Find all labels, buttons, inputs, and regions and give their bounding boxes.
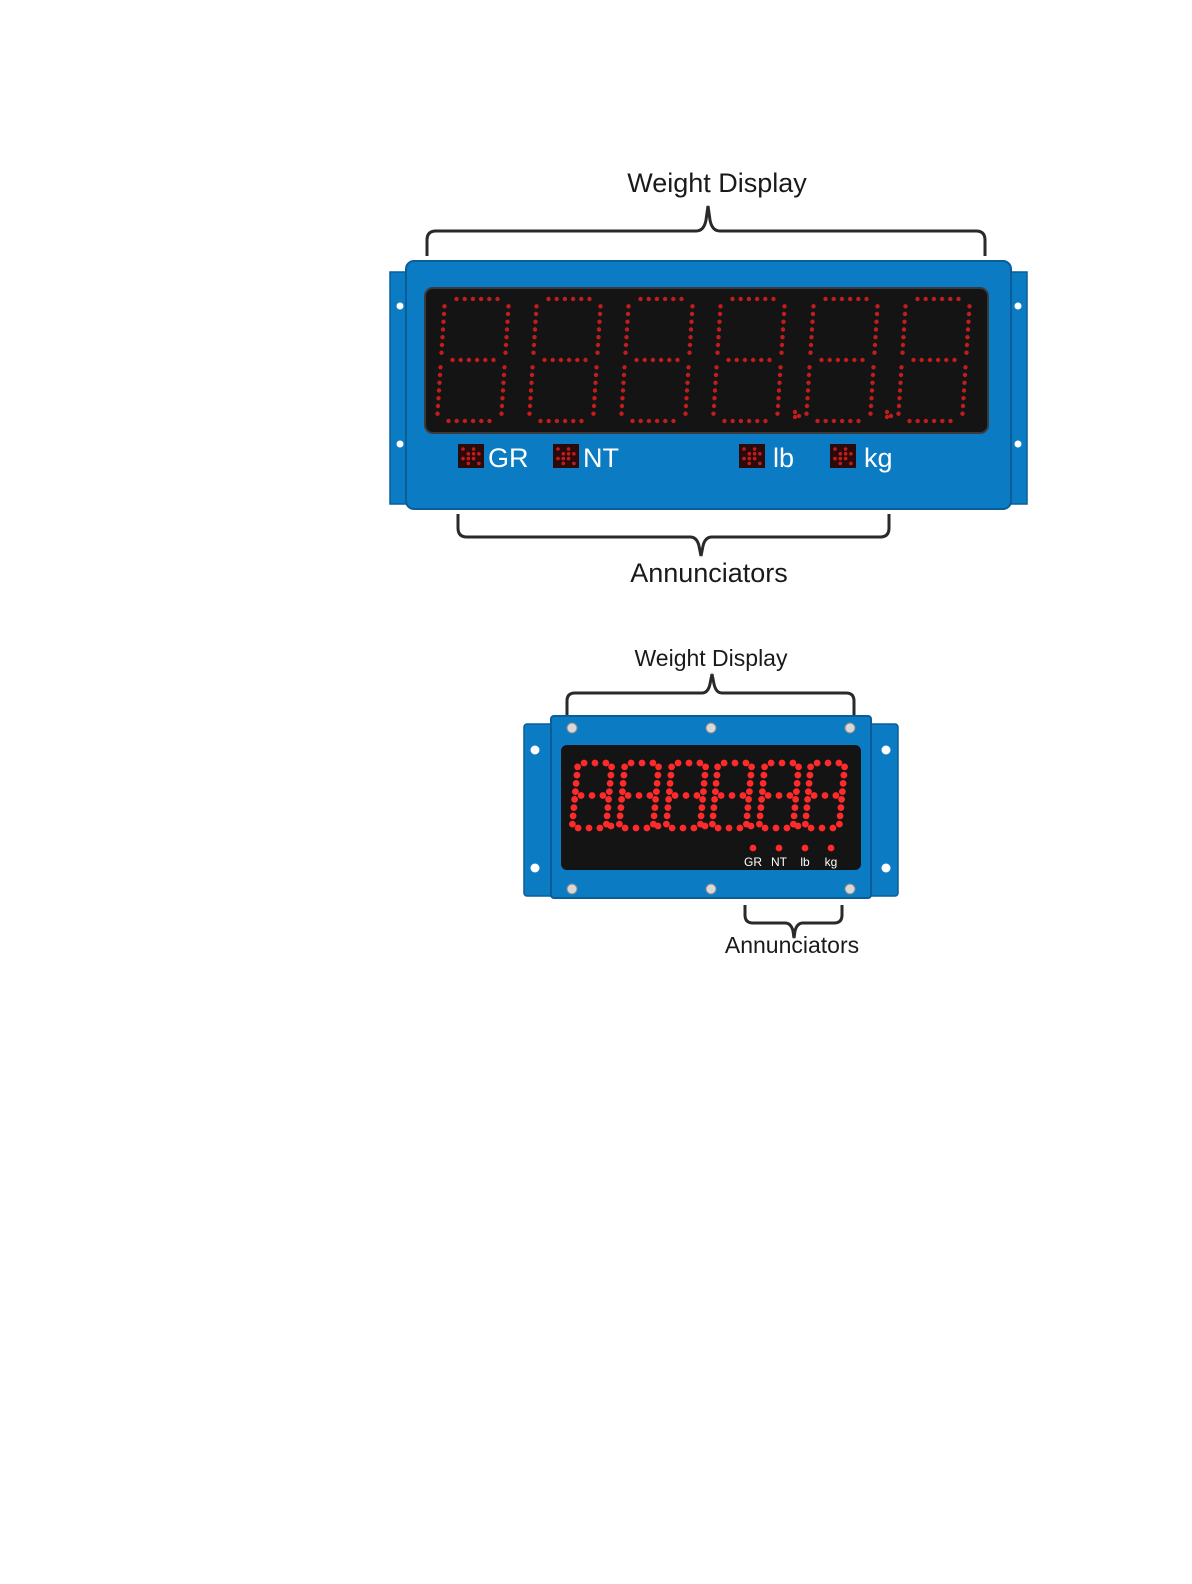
screw-icon xyxy=(567,884,577,894)
annunciator-label: lb xyxy=(773,443,794,473)
screw-icon xyxy=(845,884,855,894)
annunciator-label: NT xyxy=(771,855,788,869)
small-weight-display-brace xyxy=(567,674,854,715)
annunciator-label: GR xyxy=(488,443,529,473)
decimal-point xyxy=(608,823,615,830)
decimal-point xyxy=(795,823,802,830)
decimal-point xyxy=(655,823,662,830)
large-annunciators-brace xyxy=(458,514,889,556)
large-indicator: GR NT lb kg xyxy=(390,206,1027,556)
screw-icon xyxy=(882,746,891,755)
screw-icon xyxy=(1015,441,1022,448)
annunciator-label: kg xyxy=(825,855,838,869)
screw-icon xyxy=(1015,303,1022,310)
screw-icon xyxy=(397,441,404,448)
annunciator-label: kg xyxy=(864,443,893,473)
annunciator-label: lb xyxy=(800,855,810,869)
annunciator-label: NT xyxy=(583,443,619,473)
screw-icon xyxy=(845,723,855,733)
screw-icon xyxy=(531,746,540,755)
annunciator-led-icon xyxy=(802,845,809,852)
small-indicator: GR NT lb kg xyxy=(524,674,898,938)
screw-icon xyxy=(706,723,716,733)
annunciator-label: GR xyxy=(744,855,762,869)
screw-icon xyxy=(397,303,404,310)
annunciator-led-icon xyxy=(776,845,783,852)
screw-icon xyxy=(567,723,577,733)
decimal-point xyxy=(702,823,709,830)
small-annunciators-brace xyxy=(745,905,842,938)
screw-icon xyxy=(882,864,891,873)
screw-icon xyxy=(531,864,540,873)
large-display-window xyxy=(425,288,988,433)
screw-icon xyxy=(706,884,716,894)
annunciator-led-icon xyxy=(828,845,835,852)
annunciator-led-icon xyxy=(750,845,757,852)
decimal-point xyxy=(748,823,755,830)
large-weight-display-brace xyxy=(427,206,985,256)
